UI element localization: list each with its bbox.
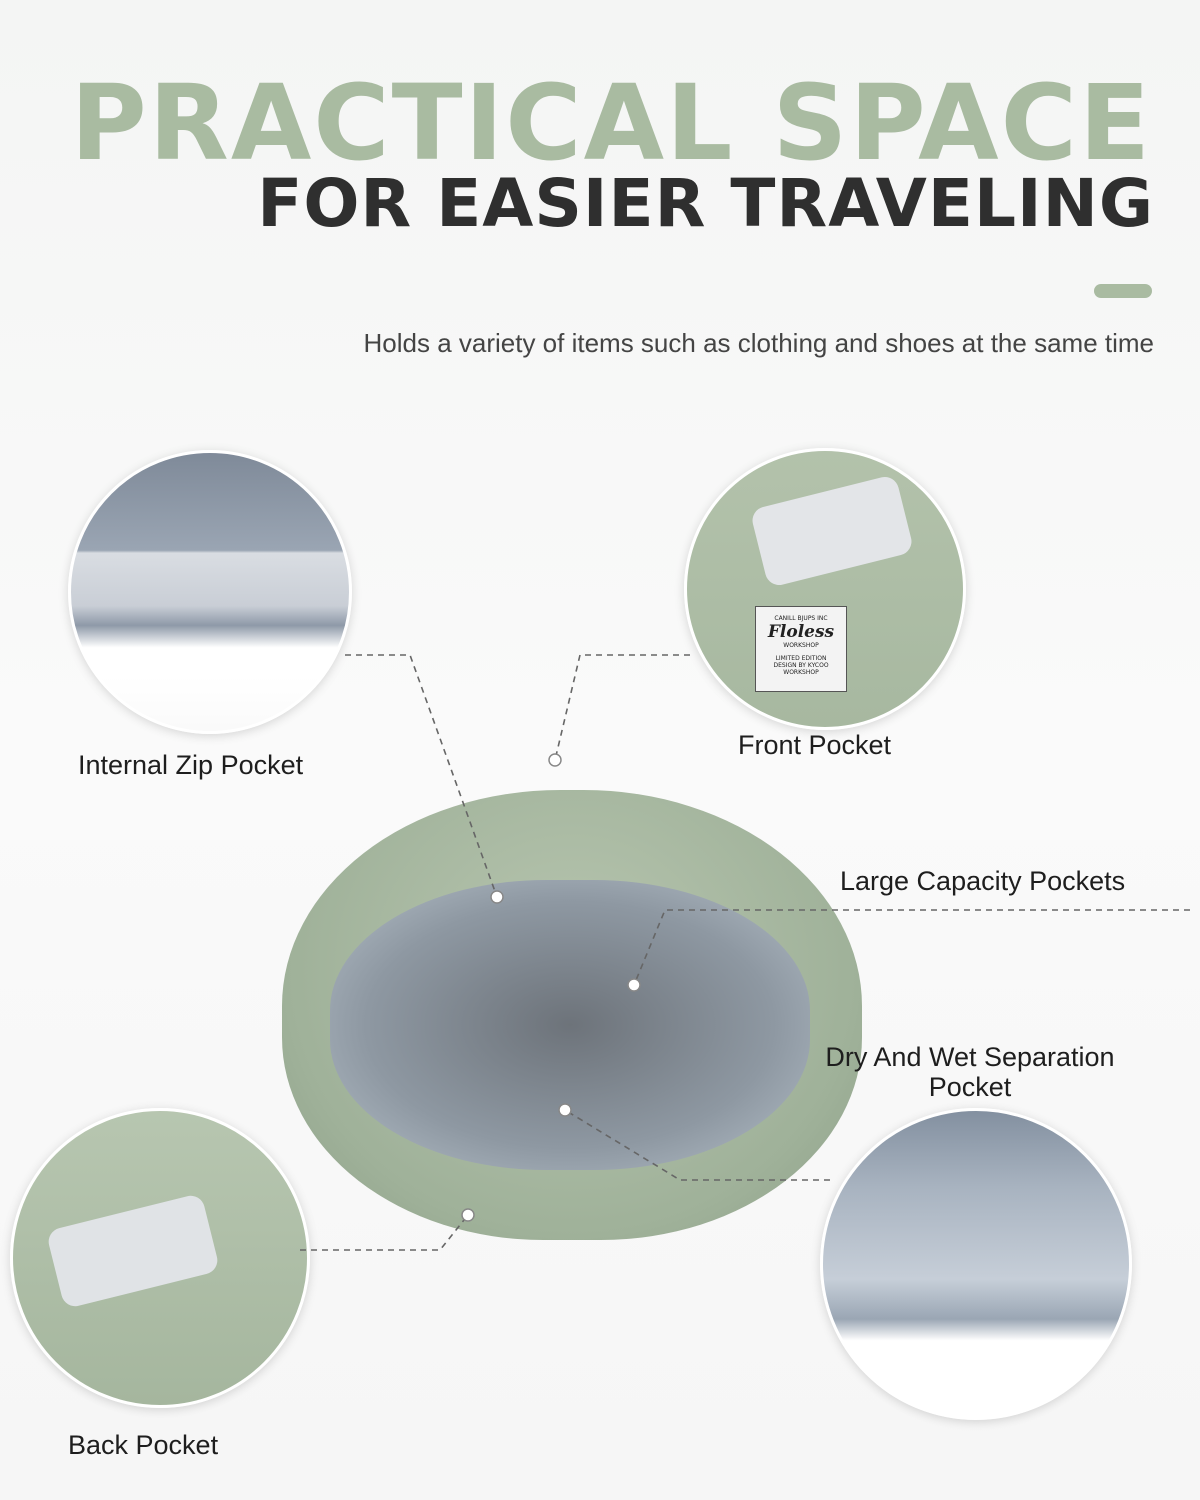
label-large-capacity: Large Capacity Pockets — [840, 866, 1126, 896]
description: Holds a variety of items such as clothin… — [363, 328, 1155, 358]
accent-bar — [1094, 284, 1152, 298]
back-pocket-image — [10, 1108, 310, 1408]
brand-tag: CANILL BJUPS INC Floless WORKSHOP LIMITE… — [755, 606, 847, 692]
leader-large-capacity — [633, 909, 1190, 986]
label-back-pocket: Back Pocket — [68, 1430, 219, 1460]
leader-dry-wet — [564, 1109, 830, 1181]
leader-front — [554, 654, 690, 761]
marker-dot — [627, 978, 641, 992]
front-pocket-image: CANILL BJUPS INC Floless WORKSHOP LIMITE… — [684, 448, 966, 730]
marker-dot — [548, 753, 562, 767]
internal-zip-pocket-image — [68, 450, 352, 734]
marker-dot — [490, 890, 504, 904]
label-front-pocket: Front Pocket — [738, 730, 892, 760]
label-internal-zip-pocket: Internal Zip Pocket — [78, 750, 304, 780]
dry-wet-pocket-image — [820, 1108, 1132, 1420]
subheadline: FOR EASIER TRAVELING — [257, 165, 1154, 242]
bag-opening-contents — [330, 880, 810, 1170]
marker-dot — [558, 1103, 572, 1117]
headline: PRACTICAL SPACE — [70, 62, 1152, 184]
marker-dot — [461, 1208, 475, 1222]
leader-internal-zip — [345, 654, 498, 898]
leader-back — [300, 1214, 469, 1251]
label-dry-wet: Dry And Wet Separation Pocket — [825, 1042, 1115, 1102]
